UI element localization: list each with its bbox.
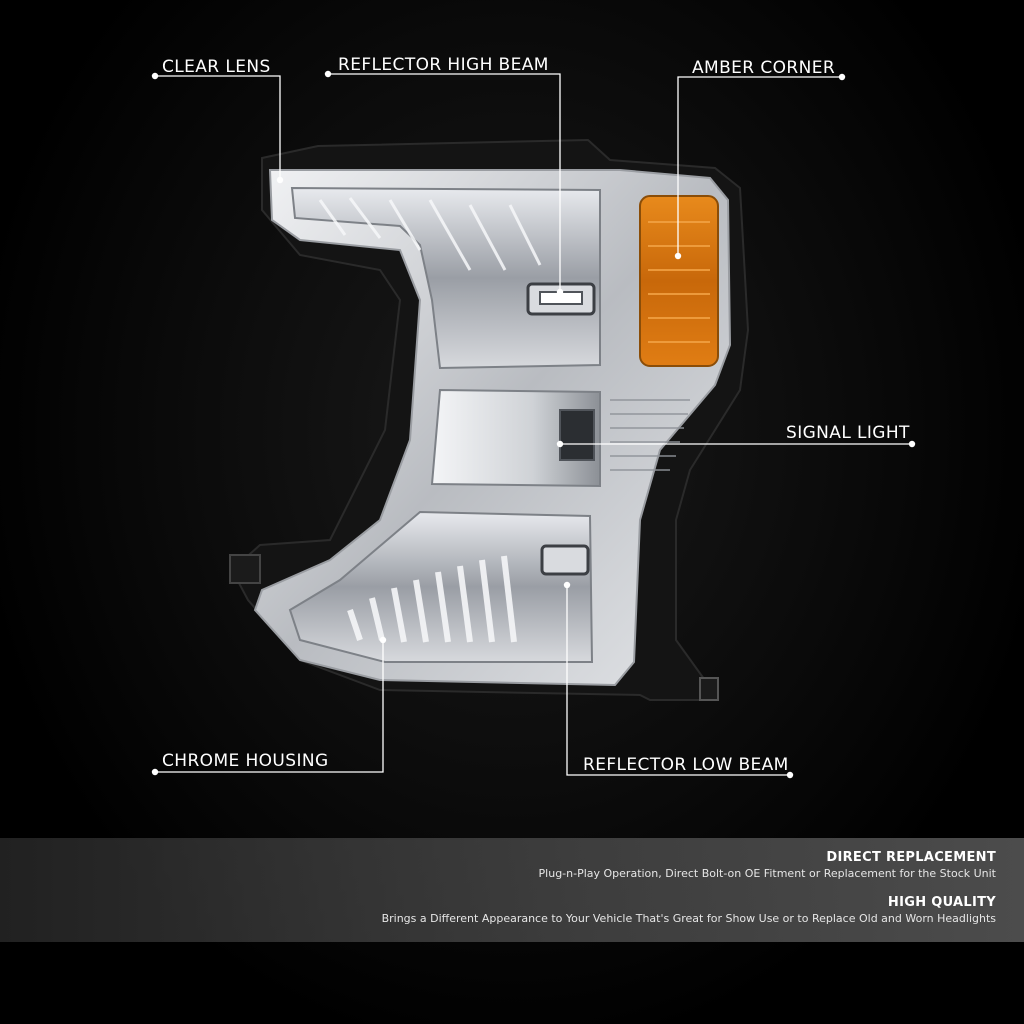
callout-amber-corner: AMBER CORNER <box>692 58 836 78</box>
low-beam-fins <box>347 555 517 643</box>
feature-direct-replacement: DIRECT REPLACEMENT Plug-n-Play Operation… <box>539 850 996 881</box>
feature-description: Brings a Different Appearance to Your Ve… <box>381 912 996 925</box>
feature-description: Plug-n-Play Operation, Direct Bolt-on OE… <box>538 867 996 880</box>
signal-light-cavity <box>430 388 601 488</box>
feature-heading: DIRECT REPLACEMENT <box>826 850 996 865</box>
leader-lines <box>155 73 912 776</box>
feature-high-quality: HIGH QUALITY Brings a Different Appearan… <box>382 895 996 926</box>
feature-banner: DIRECT REPLACEMENT Plug-n-Play Operation… <box>0 838 1024 942</box>
amber-corner-lens <box>639 195 719 367</box>
amber-ribs <box>648 221 710 343</box>
callout-clear-lens: CLEAR LENS <box>162 57 271 77</box>
leader-dots <box>151 70 916 779</box>
high-beam-cavity <box>290 186 601 370</box>
callout-chrome-housing: CHROME HOUSING <box>162 751 329 771</box>
callout-signal-light: SIGNAL LIGHT <box>786 423 910 443</box>
callout-reflector-low-beam: REFLECTOR LOW BEAM <box>583 755 789 775</box>
signal-bulb <box>559 409 595 461</box>
low-beam-bulb <box>540 544 590 576</box>
callout-reflector-high-beam: REFLECTOR HIGH BEAM <box>338 55 549 75</box>
feature-heading: HIGH QUALITY <box>887 895 996 910</box>
high-beam-fins <box>318 197 542 271</box>
